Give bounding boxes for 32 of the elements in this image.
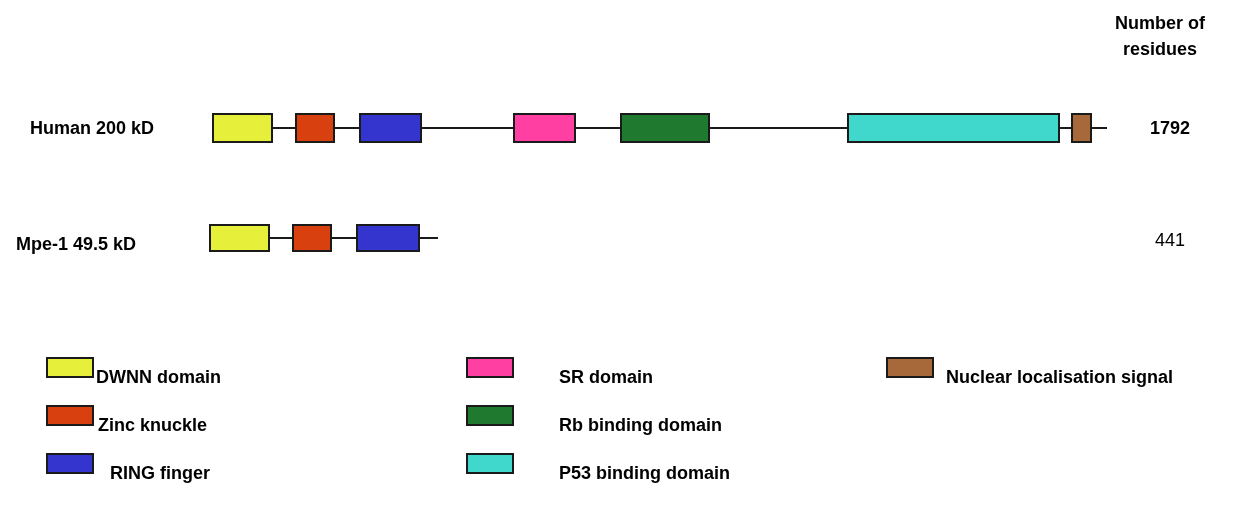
legend-text: SR domain <box>559 366 653 388</box>
backbone-line <box>421 127 514 129</box>
domain-box <box>847 113 1060 143</box>
backbone-line <box>334 127 360 129</box>
domain-box <box>212 113 273 143</box>
legend-text: Zinc knuckle <box>98 414 208 436</box>
domain-box <box>513 113 576 143</box>
label-text: Mpe-1 49.5 kD <box>16 233 138 256</box>
domain-box <box>292 224 332 252</box>
domain-box <box>356 224 420 252</box>
backbone-line <box>575 127 621 129</box>
label-text: 1792 <box>1148 117 1191 140</box>
legend-text: Nuclear localisation signal <box>946 366 1174 388</box>
legend-text: RING finger <box>110 462 210 484</box>
legend-text: DWNN domain <box>96 366 221 388</box>
backbone-line <box>1059 127 1072 129</box>
label-text: 441 <box>1153 229 1186 252</box>
legend-text: P53 binding domain <box>559 462 730 484</box>
legend-text: Rb binding domain <box>559 414 722 436</box>
label-text: Number of residues <box>1114 12 1206 61</box>
backbone-line <box>1091 127 1108 129</box>
domain-box <box>620 113 710 143</box>
backbone-line <box>269 237 293 239</box>
domain-box <box>1071 113 1092 143</box>
backbone-line <box>331 237 357 239</box>
domain-box <box>359 113 422 143</box>
backbone-line <box>272 127 296 129</box>
backbone-line <box>419 237 439 239</box>
backbone-line <box>709 127 848 129</box>
domain-box <box>295 113 335 143</box>
domain-box <box>209 224 270 252</box>
label-text: Human 200 kD <box>30 117 156 140</box>
